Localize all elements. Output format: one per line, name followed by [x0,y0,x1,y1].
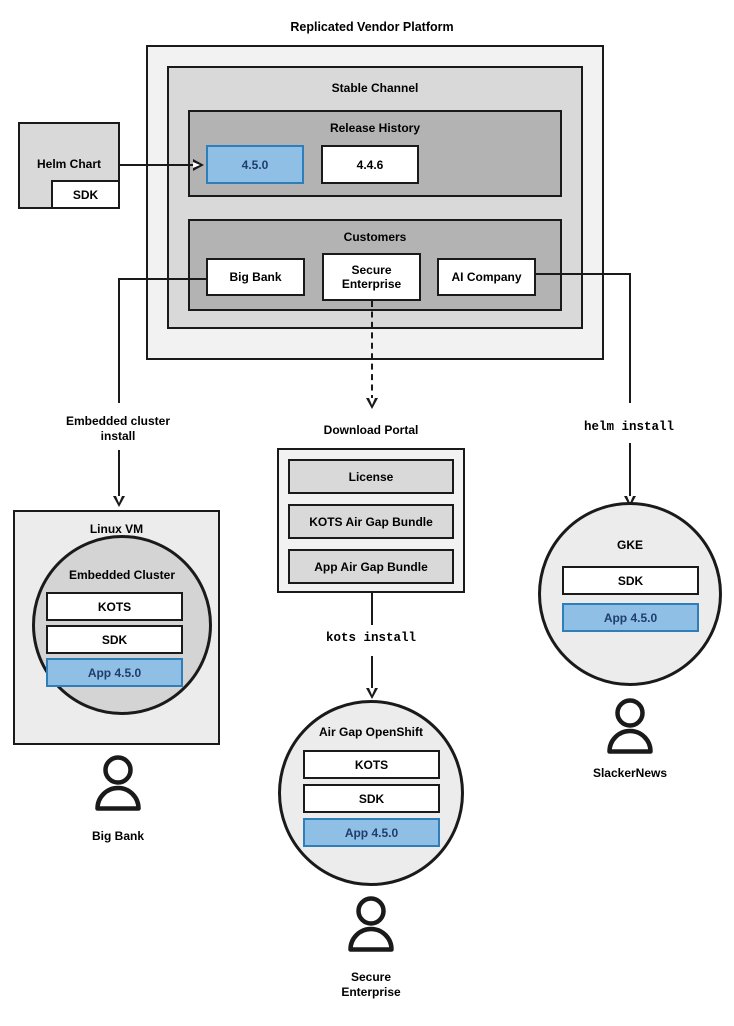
download-portal-artifact-kots-air-gap-bundle[interactable]: KOTS Air Gap Bundle [288,504,454,539]
helm-chart-label: Helm Chart [36,157,101,171]
gke-component-app[interactable]: App 4.5.0 [562,603,699,632]
flow-label-helm-install: helm install [583,420,674,434]
connector-bigbank-v2 [118,450,120,498]
openshift-component-kots[interactable]: KOTS [303,750,440,779]
connector-bigbank-h [118,278,208,280]
gke-component-sdk[interactable]: SDK [562,566,699,595]
actor-icon-slackernews [603,698,657,754]
linux-vm-component-app[interactable]: App 4.5.0 [46,658,183,687]
openshift-component-sdk[interactable]: SDK [303,784,440,813]
connector-aicompany-v2 [629,443,631,498]
connector-portal-v [371,593,373,625]
release-chip-4-4-6[interactable]: 4.4.6 [321,145,419,184]
customers-title: Customers [343,230,407,244]
helm-chart-sdk-box[interactable]: SDK [51,180,120,209]
actor-name-secure-enterprise: Secure Enterprise [341,970,401,999]
connector-aicompany-v [629,273,631,403]
actor-icon-big-bank [91,755,145,811]
stable-channel-title: Stable Channel [331,81,419,95]
page-title: Replicated Vendor Platform [290,20,454,34]
linux-vm-title: Linux VM [89,522,144,536]
customer-chip-ai-company[interactable]: AI Company [437,258,536,296]
actor-name-slackernews: SlackerNews [592,766,668,780]
embedded-cluster-title: Embedded Cluster [68,568,176,582]
download-portal-artifact-license[interactable]: License [288,459,454,494]
linux-vm-component-kots[interactable]: KOTS [46,592,183,621]
release-chip-4-5-0[interactable]: 4.5.0 [206,145,304,184]
flow-label-kots-install: kots install [325,631,416,645]
actor-icon-secure-enterprise [344,896,398,952]
customer-chip-big-bank[interactable]: Big Bank [206,258,305,296]
connector-bigbank-v [118,278,120,403]
download-portal-title: Download Portal [323,423,419,437]
download-portal-artifact-app-air-gap-bundle[interactable]: App Air Gap Bundle [288,549,454,584]
linux-vm-component-sdk[interactable]: SDK [46,625,183,654]
openshift-component-app[interactable]: App 4.5.0 [303,818,440,847]
connector-aicompany-h [536,273,631,275]
air-gap-openshift-title: Air Gap OpenShift [318,725,423,739]
flow-label-embedded-cluster-install: Embedded cluster install [65,414,171,443]
connector-portal-v2 [371,656,373,690]
connector-helm-to-release [120,164,200,166]
actor-name-big-bank: Big Bank [91,829,144,843]
release-history-title: Release History [329,121,421,135]
connector-secure-enterprise-dashed [371,301,373,401]
gke-title: GKE [616,538,643,552]
customer-chip-secure-enterprise[interactable]: Secure Enterprise [322,253,421,301]
